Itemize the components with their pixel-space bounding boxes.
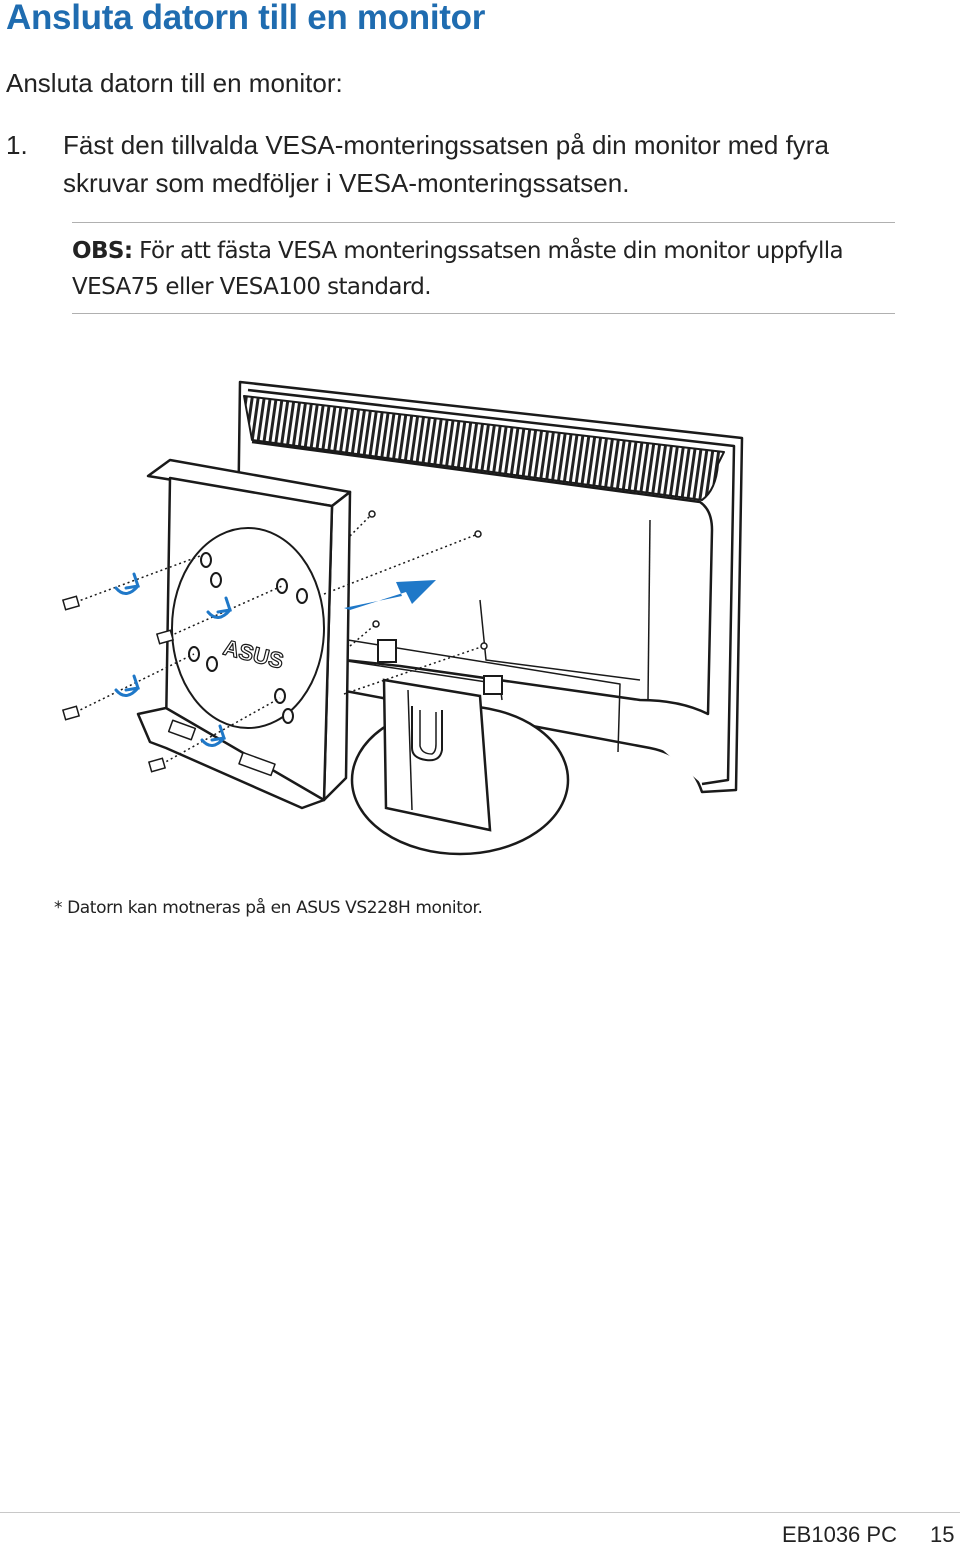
footer-rule bbox=[0, 1512, 960, 1513]
monitor-stand bbox=[350, 678, 570, 856]
intro-text: Ansluta datorn till en monitor: bbox=[6, 68, 343, 98]
note-label: OBS: bbox=[72, 238, 133, 264]
step-text: Fäst den tillvalda VESA-monteringssatsen… bbox=[63, 130, 829, 198]
screw-icon bbox=[61, 555, 201, 611]
asus-logo: ASUS bbox=[221, 635, 286, 674]
rotate-arrow-icon bbox=[114, 572, 232, 747]
screws bbox=[61, 510, 488, 773]
footer-model: EB1036 PC bbox=[782, 1522, 897, 1547]
figure-caption: * Datorn kan motneras på en ASUS VS228H … bbox=[54, 898, 483, 918]
step-number: 1. bbox=[6, 130, 28, 160]
vesa-bracket: ASUS bbox=[136, 458, 352, 810]
note-text: För att fästa VESA monteringssatsen måst… bbox=[72, 238, 844, 300]
direction-arrow-icon bbox=[344, 580, 436, 610]
screw-icon bbox=[147, 697, 281, 773]
page-number: 15 bbox=[930, 1522, 955, 1547]
note-box: OBS: För att fästa VESA monteringssatsen… bbox=[72, 222, 895, 314]
step-1: 1. Fäst den tillvalda VESA-monteringssat… bbox=[6, 126, 906, 202]
page-title: Ansluta datorn till en monitor bbox=[6, 0, 486, 37]
monitor-back bbox=[234, 380, 744, 794]
vesa-mounting-illustration: ASUS bbox=[40, 360, 760, 860]
